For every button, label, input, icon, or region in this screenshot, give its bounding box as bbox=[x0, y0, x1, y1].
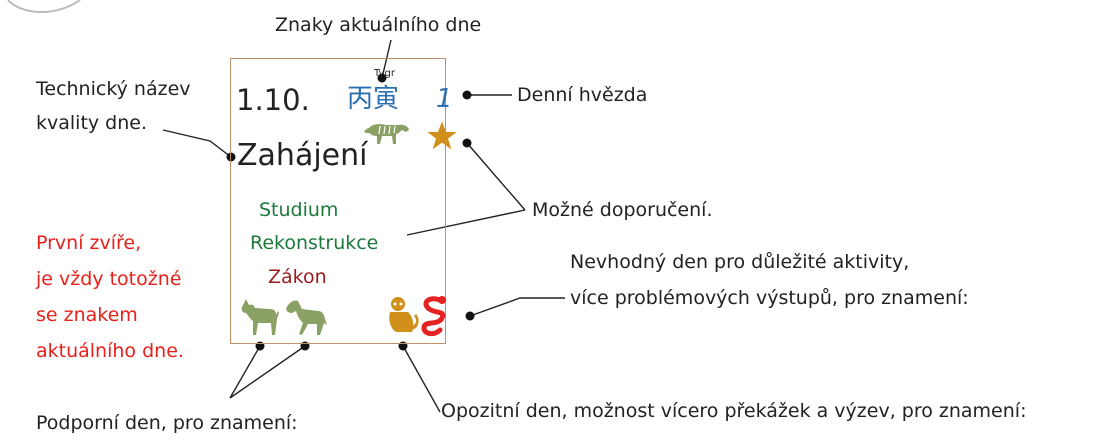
line-support-a bbox=[229, 345, 261, 399]
card-date: 1.10. bbox=[236, 83, 310, 117]
label-daily-star: Denní hvězda bbox=[517, 84, 648, 106]
star-icon bbox=[427, 121, 457, 150]
monkey-icon bbox=[389, 297, 419, 332]
label-opposition-day: Opozitní den, možnost vícero překážek a … bbox=[441, 400, 1027, 422]
line-rec-star bbox=[466, 142, 526, 211]
dot-star bbox=[462, 138, 472, 148]
label-technical-name-line-1: Technický název bbox=[36, 78, 191, 100]
label-unsuitable-day-line-1: Nevhodný den pro důležité aktivity, bbox=[570, 251, 910, 273]
card-warning: Zákon bbox=[268, 266, 327, 288]
horse-icon bbox=[286, 300, 327, 335]
dot-daily-star bbox=[462, 90, 472, 100]
dot-technical-name bbox=[226, 152, 236, 162]
dot-current-day-signs bbox=[377, 73, 387, 83]
note-first-animal-line-3: se znakem bbox=[36, 304, 138, 326]
label-support-day: Podporní den, pro znamení: bbox=[36, 412, 298, 434]
note-first-animal-line-4: aktuálního dne. bbox=[36, 340, 184, 362]
line-support-b bbox=[229, 345, 306, 399]
label-possible-recommendation: Možné doporučení. bbox=[532, 199, 713, 221]
card-quality: Zahájení bbox=[237, 138, 368, 173]
line-opposition bbox=[402, 345, 441, 413]
day-card bbox=[230, 58, 446, 344]
recommendation-2: Rekonstrukce bbox=[250, 232, 379, 254]
card-zodiac-name: Tygr bbox=[374, 68, 395, 79]
line-technical-name bbox=[162, 129, 232, 158]
line-rec-text bbox=[406, 209, 526, 236]
tiger-icon bbox=[364, 124, 409, 144]
dot-unsuitable bbox=[465, 311, 475, 321]
corner-decoration bbox=[7, 0, 81, 13]
recommendation-1: Studium bbox=[259, 199, 339, 221]
label-unsuitable-day-line-2: více problémových výstupů, pro znamení: bbox=[570, 287, 969, 309]
card-zodiac-chars: 丙寅 bbox=[347, 84, 400, 114]
note-first-animal-line-2: je vždy totožné bbox=[36, 268, 182, 290]
dog-icon bbox=[241, 299, 279, 335]
line-current-day-signs bbox=[381, 39, 392, 79]
label-current-day-signs: Znaky aktuálního dne bbox=[275, 14, 482, 36]
label-technical-name-line-2: kvality dne. bbox=[36, 112, 148, 134]
snake-icon bbox=[421, 296, 446, 337]
card-star-number: 1 bbox=[436, 84, 453, 114]
line-unsuitable bbox=[469, 297, 565, 317]
note-first-animal-line-1: První zvíře, bbox=[36, 232, 142, 254]
